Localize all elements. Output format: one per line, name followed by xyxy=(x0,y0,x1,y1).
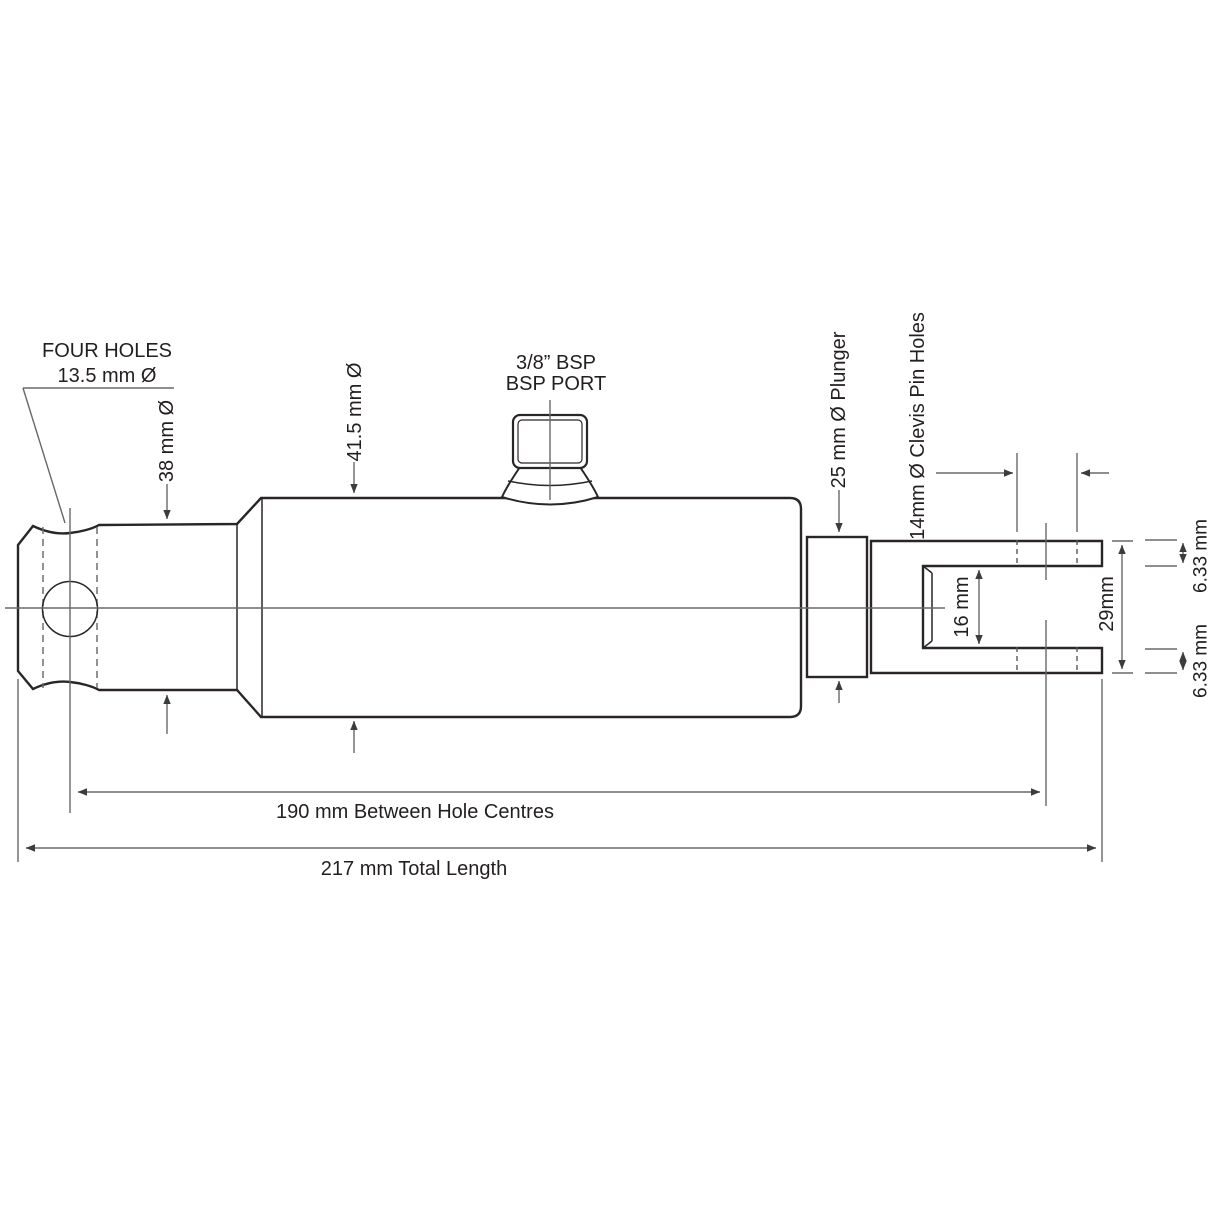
label-clevis-pin-holes: 14mm Ø Clevis Pin Holes xyxy=(907,312,929,540)
plunger xyxy=(805,535,869,679)
label-slot-width: 16 mm xyxy=(951,576,973,637)
label-hole-centres: 190 mm Between Hole Centres xyxy=(276,801,554,823)
slot-chamfer-top xyxy=(922,565,933,574)
clevis-fork xyxy=(869,539,1104,675)
slot-chamfer-bottom xyxy=(922,640,933,649)
label-clevis-width: 29mm xyxy=(1096,576,1118,632)
label-arm-top: 6.33 mm xyxy=(1191,519,1212,593)
four-holes-leader xyxy=(22,387,66,524)
label-bsp-line2: BSP PORT xyxy=(506,373,606,395)
label-four-holes-line2: 13.5 mm Ø xyxy=(58,365,157,387)
label-total-length: 217 mm Total Length xyxy=(321,858,507,880)
label-bsp-line1: 3/8” BSP xyxy=(516,352,596,374)
label-plunger-diameter: 25 mm Ø Plunger xyxy=(828,331,850,488)
label-four-holes-line1: FOUR HOLES xyxy=(42,340,172,362)
label-arm-bottom: 6.33 mm xyxy=(1191,624,1212,698)
label-end-diameter: 38 mm Ø xyxy=(156,400,178,482)
label-body-diameter: 41.5 mm Ø xyxy=(344,363,366,462)
